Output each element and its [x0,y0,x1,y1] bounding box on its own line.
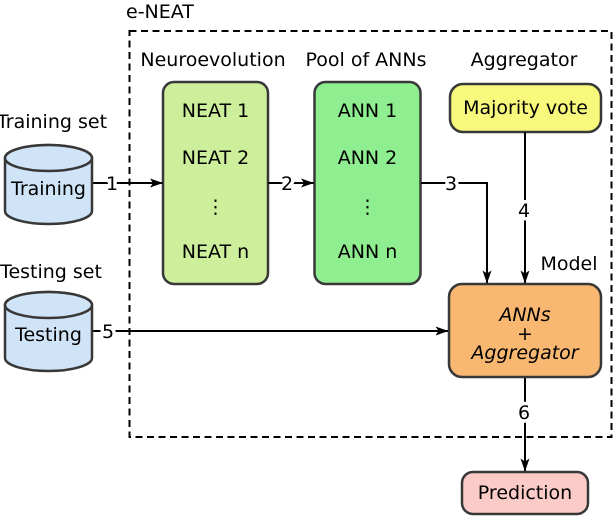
prediction-box: Prediction [460,470,590,516]
majority-vote-box: Majority vote [448,82,603,134]
arrow-6-label: 6 [518,402,530,424]
testing-set-caption: Testing set [0,261,102,283]
model-box-rect [447,282,603,379]
neat-item-1: NEAT 1 [182,100,249,122]
arrow-2-label: 2 [281,173,293,195]
ann-ellipsis: ⋮ [358,196,377,218]
arrow-5-label: 5 [102,321,114,343]
arrow-3-label: 3 [445,173,457,195]
neat-box: NEAT 1 NEAT 2 ⋮ NEAT n [161,80,270,286]
training-cylinder-label: Training [10,178,86,200]
eneat-frame-title: e-NEAT [126,1,194,23]
neuroevolution-header: Neuroevolution [140,49,285,71]
majority-vote-label: Majority vote [463,97,588,119]
testing-cylinder-label: Testing [14,324,82,346]
eneat-dashed-frame [128,30,613,438]
aggregator-header: Aggregator [471,49,578,71]
testing-cylinder-lid [3,290,94,320]
ann-item-2: ANN 2 [338,147,398,169]
ann-box-rect [313,80,422,286]
arrow-3-line [421,182,492,284]
model-box: Model ANNs + Aggregator [447,253,603,379]
neat-item-n: NEAT n [182,241,249,263]
training-cylinder-lid [3,143,94,173]
training-cylinder [3,143,94,226]
neat-ellipsis: ⋮ [206,196,225,218]
model-line-aggregator: Aggregator [469,342,579,364]
training-set-caption: Training set [0,111,107,133]
model-tag: Model [540,253,597,275]
arrows: 1 2 3 4 5 6 [93,132,534,472]
neat-item-2: NEAT 2 [182,147,249,169]
arrow-4-label: 4 [518,200,530,222]
prediction-rect [460,470,590,516]
model-line-plus: + [517,323,533,345]
model-line-anns: ANNs [497,304,550,326]
pool-of-anns-header: Pool of ANNs [305,49,426,71]
arrow-1-label: 1 [106,173,118,195]
ann-item-n: ANN n [338,241,398,263]
ann-item-1: ANN 1 [338,100,398,122]
prediction-label: Prediction [478,482,572,504]
testing-cylinder [3,290,94,373]
ann-box: ANN 1 ANN 2 ⋮ ANN n [313,80,422,286]
